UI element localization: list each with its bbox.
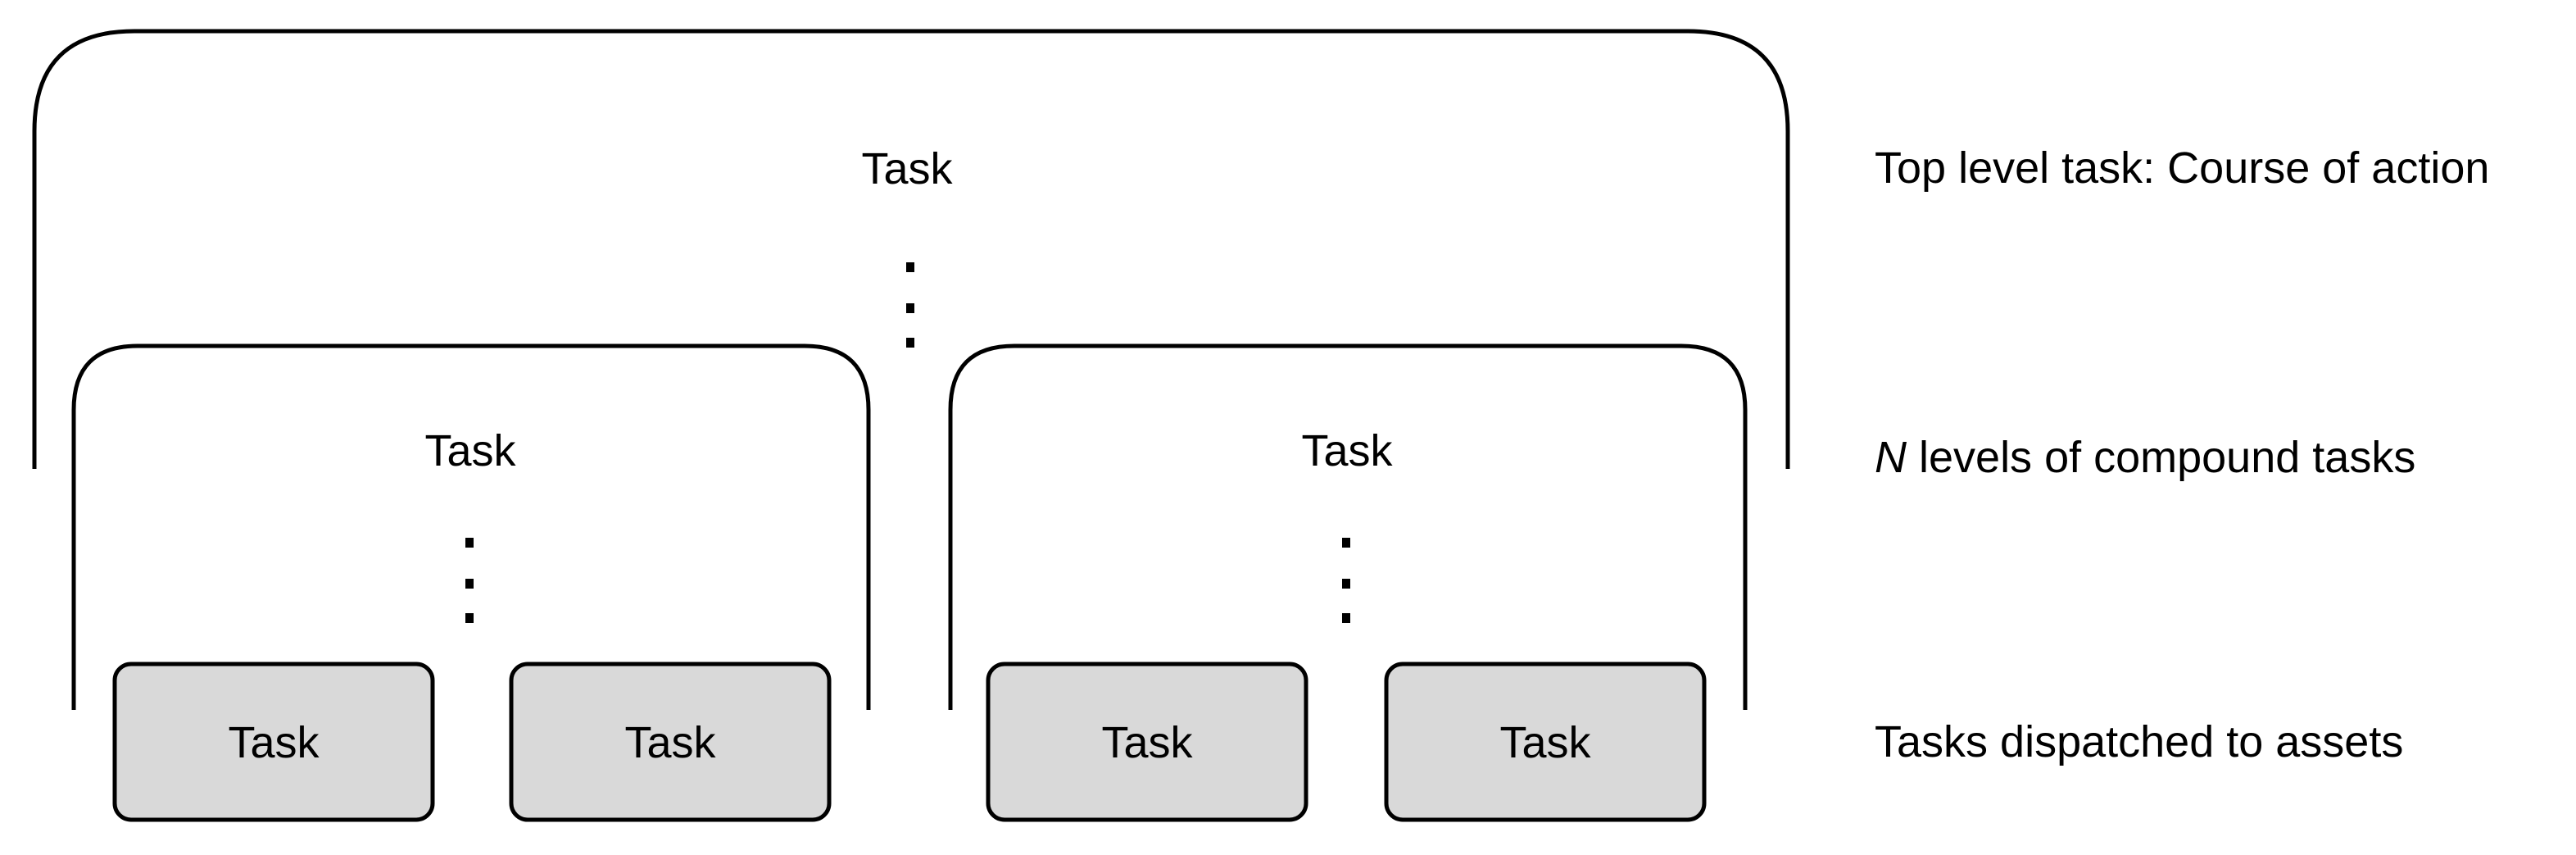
leaf-task-box-3	[986, 662, 1308, 822]
top-level-bracket	[32, 29, 1790, 469]
right-ellipsis	[1342, 538, 1350, 623]
top-level-label: Top level task: Course of action	[1875, 143, 2490, 193]
left-ellipsis	[465, 538, 474, 623]
right-compound-bracket	[948, 343, 1748, 710]
leaf-task-label-3: Task	[1101, 718, 1193, 767]
leaf-task-label-1: Task	[228, 718, 320, 767]
leaf-task-box-1	[112, 662, 435, 822]
left-compound-bracket	[71, 343, 871, 710]
leaf-task-label-4: Task	[1499, 718, 1591, 767]
leaf-task-box-2	[509, 662, 832, 822]
leaf-task-label-2: Task	[624, 718, 716, 767]
leaf-task-box-4	[1384, 662, 1707, 822]
dispatched-tasks-label: Tasks dispatched to assets	[1875, 717, 2404, 766]
left-compound-task-label: Task	[424, 426, 516, 475]
compound-levels-text: levels of compound tasks	[1907, 433, 2416, 482]
compound-levels-variable: N	[1875, 433, 1907, 482]
compound-levels-label: N levels of compound tasks	[1875, 435, 2415, 480]
right-compound-task-label: Task	[1301, 426, 1393, 475]
top-ellipsis	[906, 262, 914, 348]
top-task-label: Task	[861, 144, 953, 193]
